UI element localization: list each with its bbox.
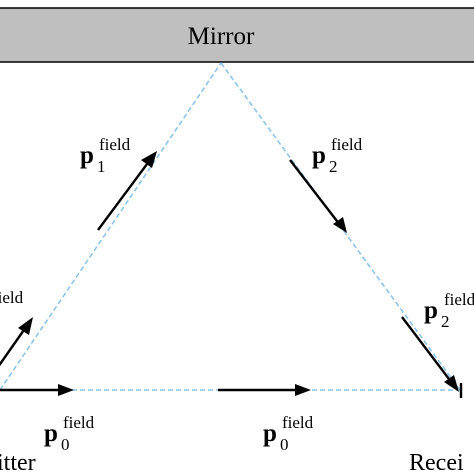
- vector-arrows: [0, 151, 463, 398]
- label-partial-left-field: field: [0, 288, 24, 307]
- p2-arrow-line: [289, 159, 341, 226]
- label-p2-field-right: p field 2: [424, 290, 474, 331]
- p2-arrowhead: [333, 217, 347, 233]
- p2-right-arrowhead: [444, 375, 459, 392]
- mirror: Mirror: [0, 7, 474, 63]
- label-p2-field: p field 2: [312, 135, 367, 176]
- label-p0-field-left: p field 0: [44, 413, 99, 454]
- p1-arrowhead: [141, 151, 157, 168]
- path-transmitter-to-mirror: [0, 62, 222, 391]
- left-arrow-line: [0, 326, 27, 367]
- label-p1-field: p field 1: [80, 135, 135, 176]
- mirror-rect: [0, 7, 474, 63]
- receiver-label: Recei: [409, 450, 464, 474]
- label-p0-field-right: p field 0: [263, 413, 318, 454]
- p0-right-arrowhead: [295, 384, 311, 396]
- p2-right-arrow-line: [401, 316, 453, 384]
- transmitter-label: itter: [0, 450, 36, 474]
- left-arrowhead: [18, 317, 33, 335]
- p0-left-arrowhead: [58, 384, 74, 396]
- mirror-label: Mirror: [188, 23, 255, 50]
- signal-paths: [0, 62, 461, 391]
- vector-labels: p field 1 p field 2 p field 2 p field 0 …: [0, 135, 474, 454]
- p1-arrow-line: [97, 159, 151, 231]
- endpoint-labels: itter Recei: [0, 450, 464, 474]
